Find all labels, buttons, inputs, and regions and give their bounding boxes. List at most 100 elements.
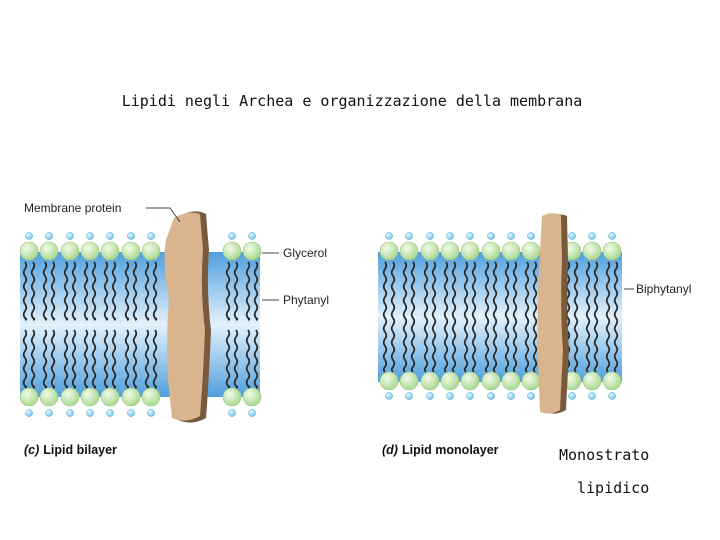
panel-c-bilayer	[19, 211, 262, 423]
panel-c-caption-text: Lipid bilayer	[43, 443, 117, 457]
headgroup-bead	[66, 409, 74, 417]
phytanyl-chain	[253, 261, 259, 321]
headgroup-bead	[228, 232, 236, 240]
headgroup-bead	[588, 232, 596, 240]
phytanyl-chain	[71, 261, 77, 321]
biphytanyl-chain	[504, 261, 510, 373]
glycerol-head	[582, 371, 602, 391]
glycerol-head	[60, 387, 80, 407]
glycerol-head	[379, 241, 399, 261]
biphytanyl-chain	[532, 261, 538, 373]
phytanyl-chain	[50, 261, 56, 321]
phytanyl-chain	[233, 329, 239, 389]
biphytanyl-chain	[585, 261, 591, 373]
biphytanyl-chain	[451, 261, 457, 373]
panel-d-caption: (d)Lipid monolayer	[382, 443, 499, 457]
glycerol-head	[60, 241, 80, 261]
biphytanyl-chain	[613, 261, 619, 373]
biphytanyl-chain	[410, 261, 416, 373]
glycerol-head	[242, 241, 262, 261]
biphytanyl-chain	[471, 261, 477, 373]
glycerol-head	[80, 241, 100, 261]
glycerol-head	[39, 387, 59, 407]
panel-d-labels: Biphytanyl (d)Lipid monolayer	[382, 282, 691, 457]
glycerol-head	[121, 241, 141, 261]
headgroup-bead	[45, 232, 53, 240]
headgroup-bead	[127, 409, 135, 417]
headgroup-bead	[426, 392, 434, 400]
headgroup-bead	[588, 392, 596, 400]
bilayer-phytanyl-chains	[22, 261, 259, 389]
monolayer-membrane-protein	[537, 213, 569, 414]
glycerol-head	[602, 371, 622, 391]
biphytanyl-chain	[492, 261, 498, 373]
glycerol-head	[420, 241, 440, 261]
phytanyl-label: Phytanyl	[283, 293, 329, 307]
phytanyl-chain	[42, 261, 48, 321]
headgroup-bead	[106, 232, 114, 240]
headgroup-bead	[487, 232, 495, 240]
glycerol-head	[222, 387, 242, 407]
slide-title: Lipidi negli Archea e organizzazione del…	[121, 92, 583, 110]
phytanyl-chain	[225, 329, 231, 389]
biphytanyl-chain	[382, 261, 388, 373]
glycerol-head	[100, 387, 120, 407]
glycerol-head	[521, 241, 541, 261]
phytanyl-chain	[124, 261, 130, 321]
phytanyl-chain	[124, 329, 130, 389]
biphytanyl-chain	[463, 261, 469, 373]
monolayer-note-line2: lipidico	[577, 479, 650, 497]
headgroup-bead	[405, 392, 413, 400]
bilayer-membrane-band	[20, 252, 260, 397]
glycerol-head	[481, 241, 501, 261]
glycerol-head	[19, 241, 39, 261]
biphytanyl-chain	[593, 261, 599, 373]
biphytanyl-chain	[573, 261, 579, 373]
glycerol-head	[100, 241, 120, 261]
glycerol-label: Glycerol	[283, 246, 327, 260]
monolayer-biphytanyl-chains	[382, 261, 619, 373]
panel-d-caption-letter: (d)	[382, 443, 398, 457]
biphytanyl-chain	[605, 261, 611, 373]
headgroup-bead	[385, 232, 393, 240]
glycerol-head	[379, 371, 399, 391]
phytanyl-chain	[144, 329, 150, 389]
glycerol-head	[501, 371, 521, 391]
headgroup-bead	[466, 232, 474, 240]
phytanyl-chain	[152, 261, 158, 321]
headgroup-bead	[466, 392, 474, 400]
biphytanyl-chain	[402, 261, 408, 373]
headgroup-bead	[608, 392, 616, 400]
biphytanyl-chain	[443, 261, 449, 373]
headgroup-bead	[527, 232, 535, 240]
headgroup-bead	[507, 392, 515, 400]
panel-c-caption-letter: (c)	[24, 443, 39, 457]
phytanyl-chain	[71, 329, 77, 389]
headgroup-bead	[446, 392, 454, 400]
phytanyl-chain	[30, 261, 36, 321]
glycerol-head	[460, 371, 480, 391]
glycerol-head	[39, 241, 59, 261]
headgroup-bead	[385, 392, 393, 400]
glycerol-head	[440, 241, 460, 261]
glycerol-head	[141, 387, 161, 407]
biphytanyl-chain	[512, 261, 518, 373]
headgroup-bead	[426, 232, 434, 240]
phytanyl-chain	[111, 329, 117, 389]
headgroup-bead	[25, 232, 33, 240]
glycerol-head	[19, 387, 39, 407]
phytanyl-chain	[253, 329, 259, 389]
phytanyl-chain	[132, 329, 138, 389]
headgroup-bead	[66, 232, 74, 240]
headgroup-bead	[147, 409, 155, 417]
phytanyl-chain	[30, 329, 36, 389]
headgroup-bead	[446, 232, 454, 240]
glycerol-head	[242, 387, 262, 407]
glycerol-head	[440, 371, 460, 391]
bilayer-membrane-protein	[164, 211, 211, 423]
membrane-protein-label: Membrane protein	[24, 201, 121, 215]
phytanyl-chain	[103, 329, 109, 389]
phytanyl-chain	[245, 329, 251, 389]
biphytanyl-chain	[423, 261, 429, 373]
